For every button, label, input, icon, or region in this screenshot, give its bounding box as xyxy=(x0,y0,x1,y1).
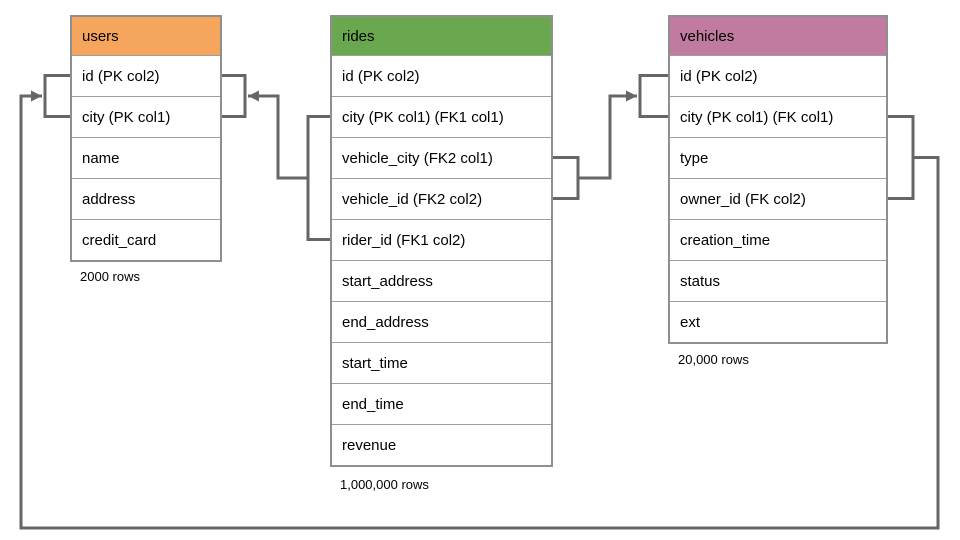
table-row: name xyxy=(72,137,220,178)
row-count-users: 2000 rows xyxy=(80,269,140,284)
bracket-users-left xyxy=(43,74,70,118)
table-row: id (PK col2) xyxy=(332,55,551,96)
table-row: revenue xyxy=(332,424,551,465)
table-row: city (PK col1) (FK1 col1) xyxy=(332,96,551,137)
table-header-users: users xyxy=(72,17,220,55)
bracket-vehicles-right xyxy=(888,115,915,200)
connector-rides-to-vehicles xyxy=(578,90,637,180)
table-vehicles: vehicles id (PK col2) city (PK col1) (FK… xyxy=(668,15,888,344)
table-row: end_time xyxy=(332,383,551,424)
table-header-vehicles: vehicles xyxy=(670,17,886,55)
table-row: rider_id (FK1 col2) xyxy=(332,219,551,260)
table-row: creation_time xyxy=(670,219,886,260)
table-row: ext xyxy=(670,301,886,342)
bracket-vehicles-left xyxy=(638,74,668,118)
connector-rides-to-users xyxy=(248,90,308,180)
table-row: city (PK col1) (FK col1) xyxy=(670,96,886,137)
table-users: users id (PK col2) city (PK col1) name a… xyxy=(70,15,222,262)
row-count-rides: 1,000,000 rows xyxy=(340,477,429,492)
table-row: id (PK col2) xyxy=(670,55,886,96)
table-row: type xyxy=(670,137,886,178)
table-row: credit_card xyxy=(72,219,220,260)
row-count-vehicles: 20,000 rows xyxy=(678,352,749,367)
table-row: id (PK col2) xyxy=(72,55,220,96)
bracket-rides-left xyxy=(306,115,330,241)
table-row: address xyxy=(72,178,220,219)
table-rides: rides id (PK col2) city (PK col1) (FK1 c… xyxy=(330,15,553,467)
table-header-rides: rides xyxy=(332,17,551,55)
table-row: start_time xyxy=(332,342,551,383)
table-row: owner_id (FK col2) xyxy=(670,178,886,219)
table-row: status xyxy=(670,260,886,301)
table-row: vehicle_city (FK2 col1) xyxy=(332,137,551,178)
table-row: start_address xyxy=(332,260,551,301)
bracket-rides-right xyxy=(553,156,580,200)
table-row: city (PK col1) xyxy=(72,96,220,137)
table-row: vehicle_id (FK2 col2) xyxy=(332,178,551,219)
bracket-users-right xyxy=(222,74,247,118)
table-row: end_address xyxy=(332,301,551,342)
